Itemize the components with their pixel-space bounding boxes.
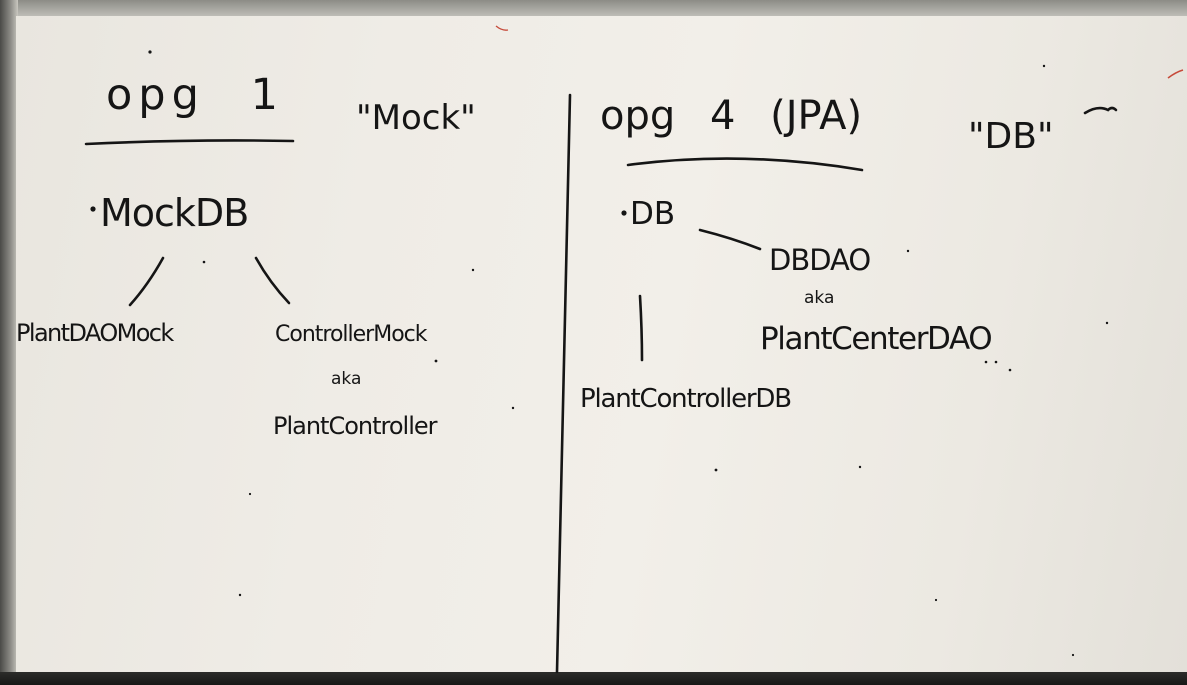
red-marker-mark bbox=[495, 25, 509, 31]
label-db: "DB" bbox=[968, 116, 1054, 157]
speck bbox=[202, 260, 206, 264]
speck bbox=[434, 359, 438, 363]
branch-line-right bbox=[254, 256, 291, 305]
node-plantcontroller: PlantController bbox=[273, 412, 438, 440]
section-divider bbox=[555, 93, 572, 674]
underline-opg1 bbox=[84, 139, 295, 146]
speck bbox=[1071, 653, 1075, 657]
node-plantcontrollerdb: PlantControllerDB bbox=[580, 384, 792, 414]
heading-opg1: opg 1 bbox=[106, 70, 284, 120]
aka-right: aka bbox=[804, 288, 835, 308]
speck bbox=[984, 360, 988, 364]
whiteboard-tray bbox=[0, 672, 1187, 685]
speck bbox=[1008, 368, 1012, 372]
branch-line-left bbox=[128, 256, 165, 307]
underline-opg4 bbox=[626, 157, 864, 172]
whiteboard-surface bbox=[16, 16, 1187, 674]
link-line-db-controller bbox=[638, 294, 644, 362]
whiteboard-frame-left bbox=[0, 0, 18, 685]
link-line-db-dbdao bbox=[698, 228, 762, 251]
node-controllermock: ControllerMock bbox=[275, 322, 427, 347]
speck bbox=[238, 593, 242, 597]
speck bbox=[511, 406, 515, 410]
speck bbox=[934, 598, 938, 602]
squiggle-mark bbox=[1083, 106, 1118, 115]
speck bbox=[714, 468, 718, 472]
red-marker-mark bbox=[1167, 69, 1184, 79]
speck bbox=[994, 360, 998, 364]
speck bbox=[1042, 64, 1046, 68]
heading-opg4-jpa: opg 4 (JPA) bbox=[600, 93, 863, 139]
node-db: DB bbox=[630, 196, 676, 232]
bullet-dot-db bbox=[621, 210, 627, 216]
speck bbox=[906, 249, 910, 253]
speck bbox=[248, 492, 252, 496]
speck bbox=[148, 50, 152, 54]
speck bbox=[858, 465, 862, 469]
aka-left: aka bbox=[331, 369, 362, 389]
speck bbox=[471, 268, 475, 272]
bullet-dot-mockdb bbox=[90, 206, 96, 212]
speck bbox=[1105, 321, 1109, 325]
node-mockdb: MockDB bbox=[100, 191, 249, 235]
node-dbdao: DBDAO bbox=[769, 243, 871, 277]
node-plantdaomock: PlantDAOMock bbox=[16, 319, 174, 347]
label-mock: "Mock" bbox=[356, 98, 476, 138]
node-plantcenterdao: PlantCenterDAO bbox=[760, 321, 993, 357]
